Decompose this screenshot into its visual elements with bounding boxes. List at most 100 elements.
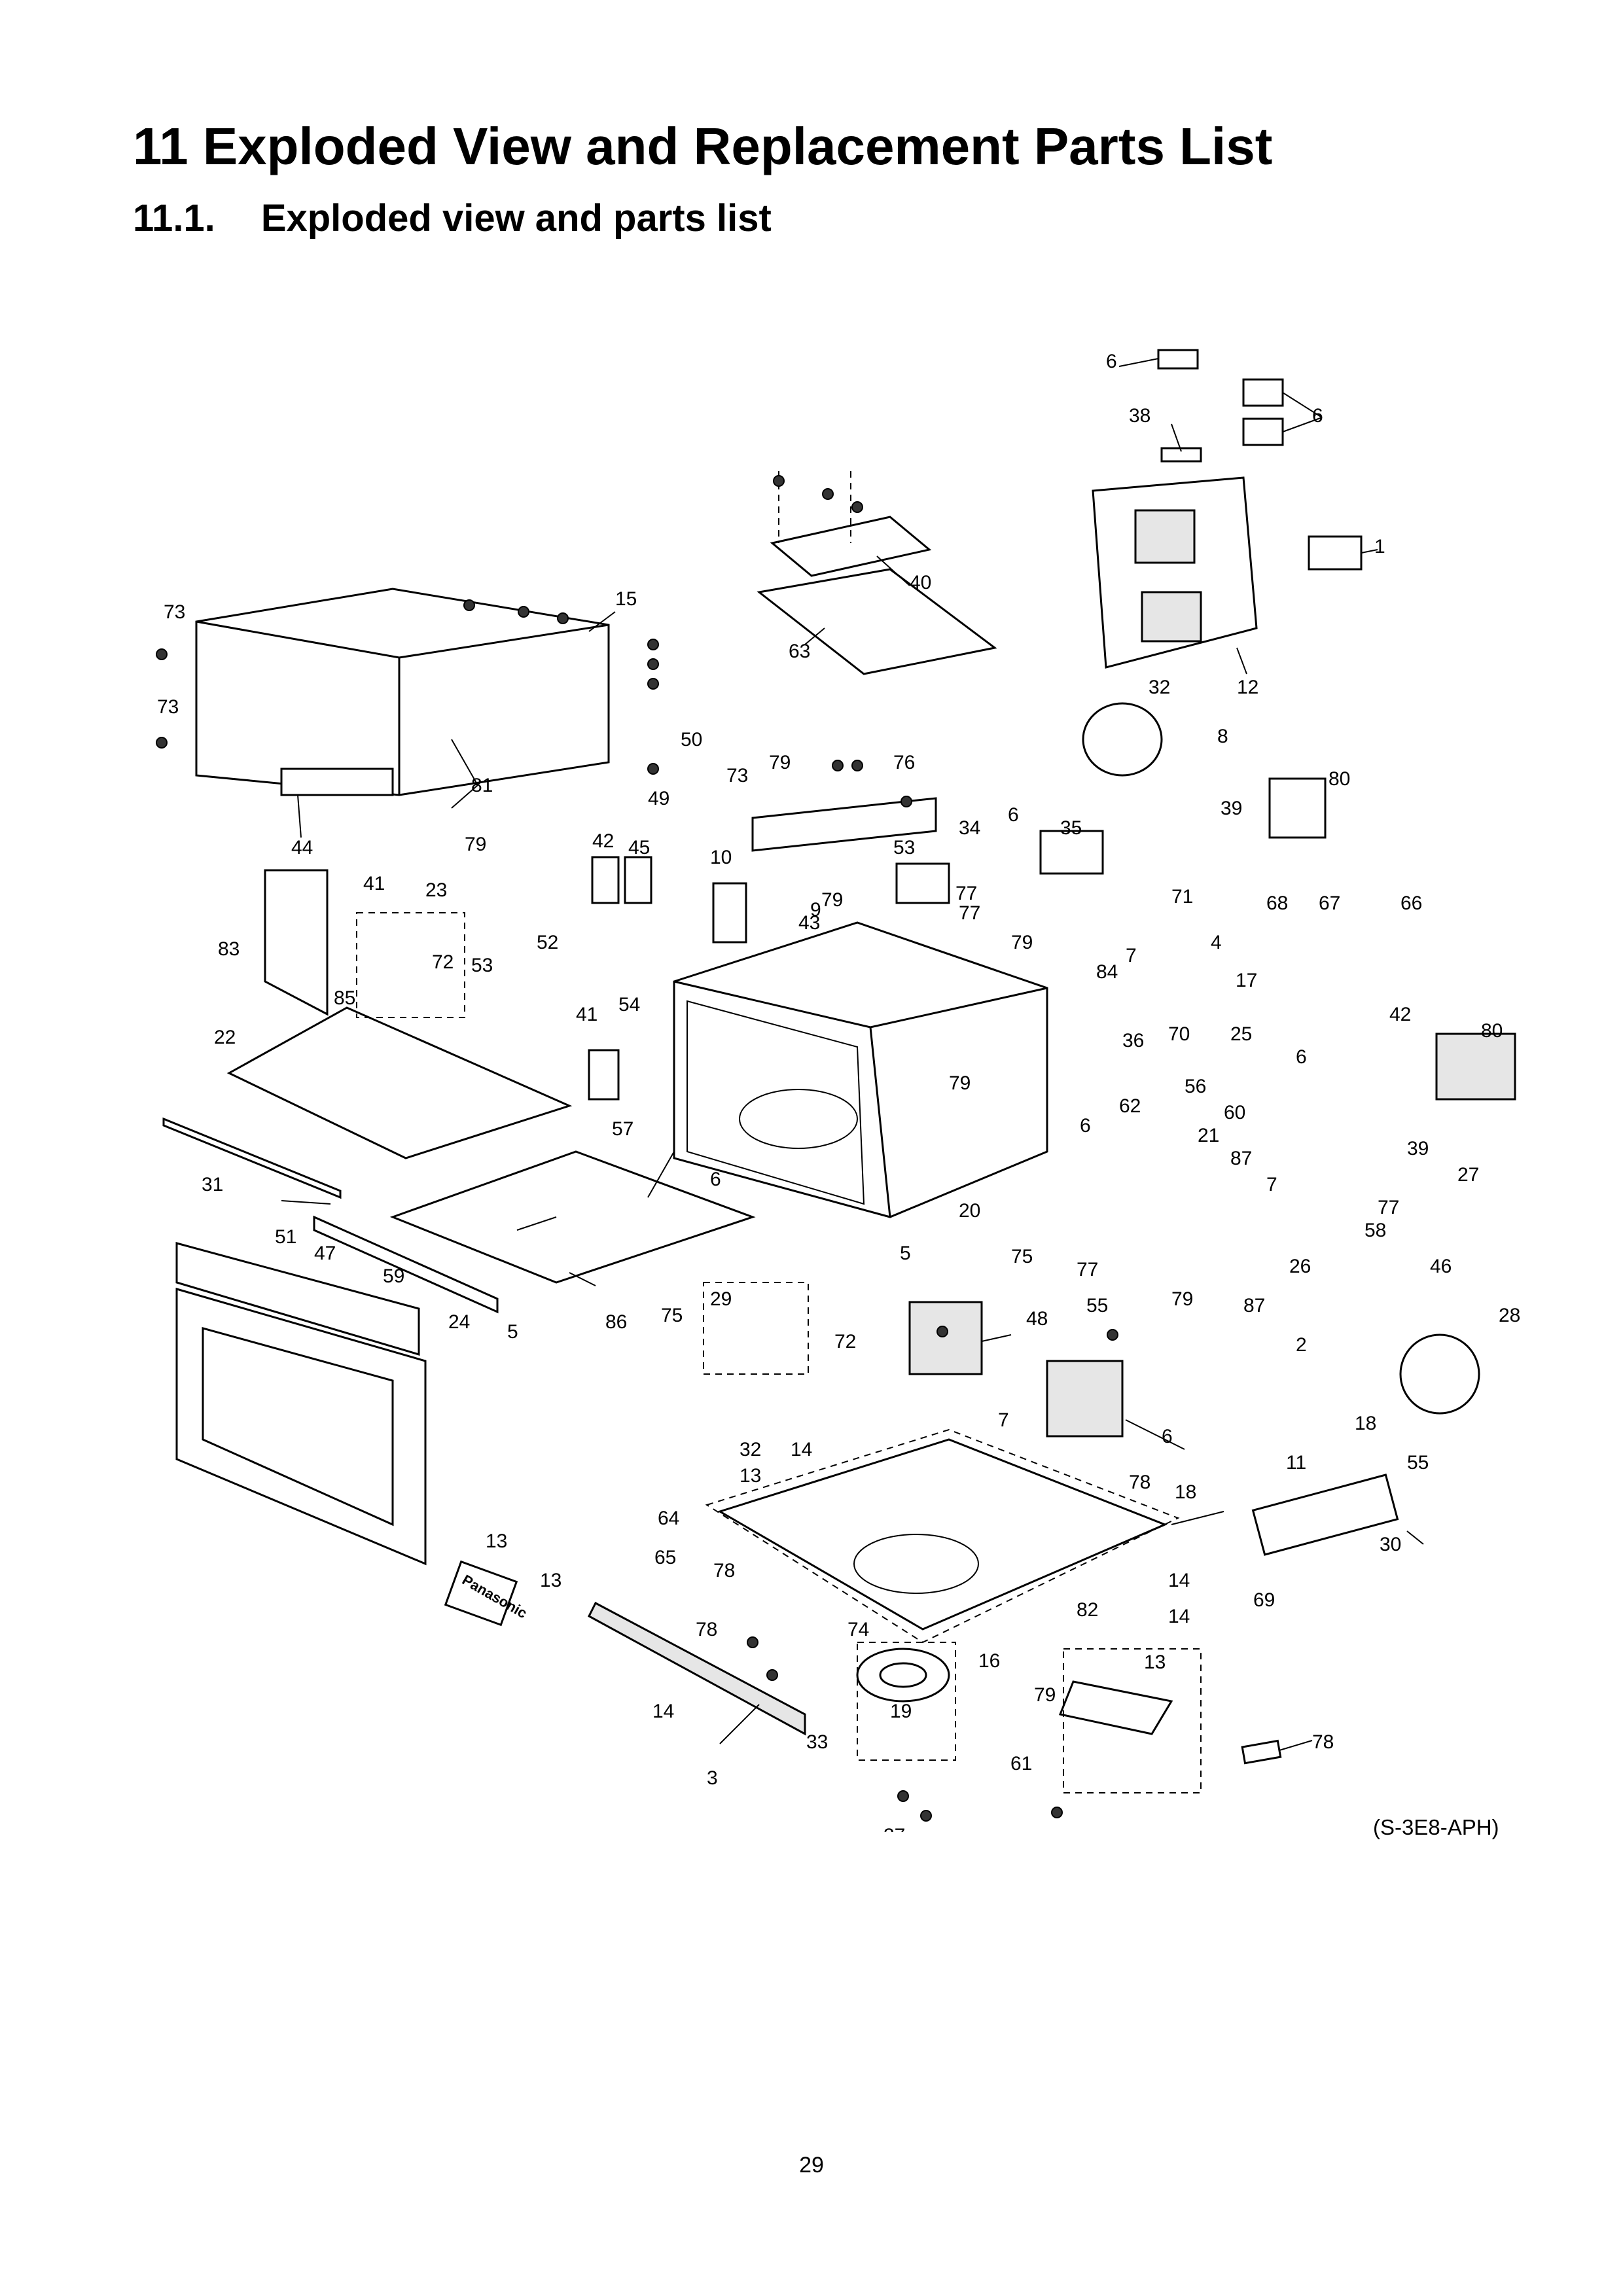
callout-label: 6 xyxy=(1162,1426,1173,1447)
cabinet-cover xyxy=(195,588,610,796)
callout-label: 74 xyxy=(847,1619,869,1640)
callout-label: 6 xyxy=(1080,1115,1091,1137)
callout-label: 65 xyxy=(654,1547,676,1568)
control-components xyxy=(162,797,950,1284)
callout-label: 7 xyxy=(1126,945,1137,966)
callout-label: 6 xyxy=(710,1169,721,1190)
callout-label: 25 xyxy=(1230,1023,1252,1045)
diagram-code: (S-3E8-APH) xyxy=(1373,1815,1499,1839)
callout-label: 13 xyxy=(486,1530,507,1552)
callout-label: 36 xyxy=(1122,1030,1144,1051)
callout-label: 6 xyxy=(1008,804,1019,826)
callout-label: 32 xyxy=(1149,677,1170,698)
callout-label: 20 xyxy=(959,1200,980,1222)
callout-label: 21 xyxy=(1198,1125,1219,1146)
callout-label: 46 xyxy=(1430,1256,1452,1277)
callout-label: 7 xyxy=(1266,1174,1277,1195)
callout-label: 44 xyxy=(291,837,313,858)
callout-label: 30 xyxy=(1380,1534,1401,1555)
callout-label: 26 xyxy=(1289,1256,1311,1277)
callout-label: 79 xyxy=(1171,1288,1193,1310)
callout-label: 76 xyxy=(893,752,915,773)
callout-label: 72 xyxy=(432,951,454,973)
callout-label: 40 xyxy=(910,572,931,593)
callout-label: 14 xyxy=(1168,1606,1190,1627)
callout-label: 64 xyxy=(658,1508,679,1529)
callout-label: 71 xyxy=(1171,886,1193,908)
callout-label: 87 xyxy=(1243,1295,1265,1316)
callout-label: 84 xyxy=(1096,961,1118,983)
callout-label: 82 xyxy=(1077,1599,1098,1621)
callout-label: 42 xyxy=(1389,1004,1411,1025)
callout-label: 11 xyxy=(1286,1452,1306,1474)
callout-label: 29 xyxy=(710,1288,732,1310)
callout-label: 13 xyxy=(1144,1651,1166,1673)
callout-label: 80 xyxy=(1481,1020,1503,1042)
callout-label: 75 xyxy=(661,1305,683,1326)
callout-label: 32 xyxy=(740,1439,761,1460)
callout-label: 1 xyxy=(1374,536,1385,557)
callout-label: 53 xyxy=(471,955,493,976)
section-heading: 11 Exploded View and Replacement Parts L… xyxy=(133,116,1272,177)
callout-label: 14 xyxy=(652,1701,674,1722)
callout-label: 60 xyxy=(1224,1102,1245,1123)
callout-label: 43 xyxy=(798,912,820,934)
callout-label: 5 xyxy=(900,1243,911,1264)
callout-label: 59 xyxy=(383,1265,404,1287)
callout-label: 57 xyxy=(612,1118,633,1140)
callout-label: 56 xyxy=(1185,1076,1206,1097)
subsection-heading: 11.1.Exploded view and parts list xyxy=(133,196,772,240)
section-title: Exploded View and Replacement Parts List xyxy=(202,117,1273,175)
callout-label: 77 xyxy=(955,883,977,904)
callout-label: 14 xyxy=(791,1439,812,1460)
callout-label: 28 xyxy=(1499,1305,1520,1326)
callout-label: 58 xyxy=(1364,1220,1386,1241)
screw-icons xyxy=(156,475,1118,1822)
callout-label: 34 xyxy=(959,817,980,839)
callout-label: 15 xyxy=(615,588,637,610)
callout-label: 2 xyxy=(1296,1334,1307,1356)
back-panel xyxy=(1092,349,1363,669)
door-assembly xyxy=(175,1215,806,1736)
callout-label: 16 xyxy=(978,1650,1000,1672)
callout-label: 22 xyxy=(214,1027,236,1048)
callout-label: 4 xyxy=(1211,932,1222,953)
callout-label: 42 xyxy=(592,830,614,852)
callout-label: 77 xyxy=(1378,1197,1399,1218)
callout-label: 79 xyxy=(821,889,843,911)
callout-label: 6 xyxy=(1312,405,1323,427)
callout-label: 38 xyxy=(1129,405,1150,427)
callout-label: 63 xyxy=(789,641,810,662)
callout-label: 9 xyxy=(810,899,821,921)
leader-lines xyxy=(281,358,1424,1751)
callout-label: 75 xyxy=(1011,1246,1033,1267)
callout-label: 78 xyxy=(1129,1472,1150,1493)
callout-label: 41 xyxy=(576,1004,597,1025)
subsection-number: 11.1. xyxy=(133,197,215,239)
base-plate xyxy=(705,1428,1282,1793)
callout-label: 24 xyxy=(448,1311,470,1333)
callout-label: 55 xyxy=(1407,1452,1429,1474)
callout-label: 47 xyxy=(314,1243,336,1264)
oven-cavity xyxy=(673,921,1048,1218)
callout-label: 41 xyxy=(363,873,385,894)
callout-label: 6 xyxy=(1106,351,1117,372)
callout-label: 7 xyxy=(998,1409,1009,1431)
callout-label: 12 xyxy=(1237,677,1258,698)
callout-label: 35 xyxy=(1060,817,1082,839)
callout-label: 72 xyxy=(834,1331,856,1352)
callout-label: 10 xyxy=(710,847,732,868)
callout-label: 13 xyxy=(540,1570,562,1591)
callout-label: 8 xyxy=(1217,726,1228,747)
callout-label: 39 xyxy=(1221,798,1242,819)
callout-label: 73 xyxy=(164,601,185,623)
callout-label: 5 xyxy=(507,1321,518,1343)
callout-label: 61 xyxy=(1010,1753,1032,1775)
callout-label: 78 xyxy=(713,1560,735,1581)
callout-label: 14 xyxy=(1168,1570,1190,1591)
callout-label: 79 xyxy=(1034,1684,1056,1706)
callout-label: 77 xyxy=(1077,1259,1098,1280)
callout-label: 54 xyxy=(618,994,640,1016)
